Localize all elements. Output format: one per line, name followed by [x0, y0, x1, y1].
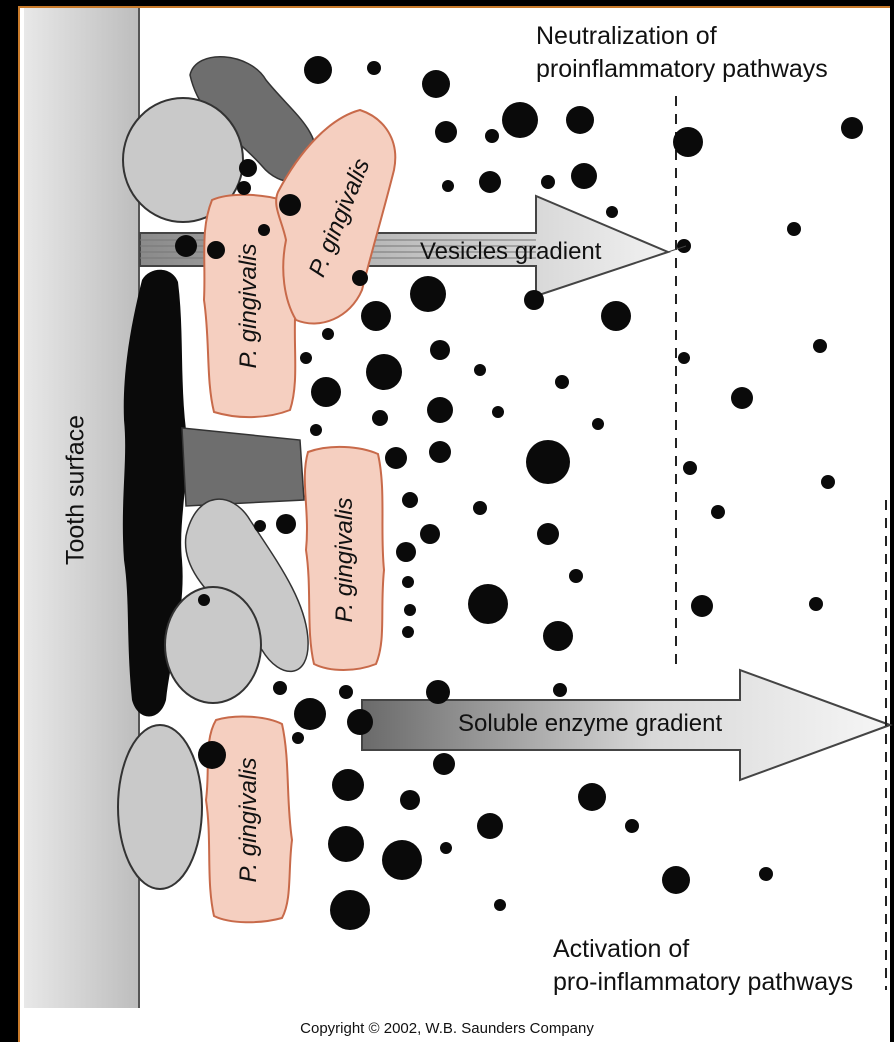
gray-cell: [182, 428, 304, 506]
gray-cell: [118, 725, 202, 889]
soluble-enzyme-gradient-label: Soluble enzyme gradient: [458, 710, 722, 738]
activation-line1: Activation of: [553, 933, 853, 966]
activation-annotation: Activation of pro-inflammatory pathways: [553, 933, 853, 999]
neutralization-line2: proinflammatory pathways: [536, 53, 828, 86]
bacterium-label: P. gingivalis: [331, 498, 359, 623]
neutralization-line1: Neutralization of: [536, 20, 828, 53]
vesicles-gradient-label: Vesicles gradient: [420, 238, 601, 266]
activation-line2: pro-inflammatory pathways: [553, 966, 853, 999]
bacterium-label: P. gingivalis: [235, 244, 263, 369]
neutralization-annotation: Neutralization of proinflammatory pathwa…: [536, 20, 828, 86]
gray-cell: [165, 587, 261, 703]
tooth-surface-label: Tooth surface: [62, 415, 91, 565]
bacterium-label: P. gingivalis: [235, 758, 263, 883]
copyright-notice: Copyright © 2002, W.B. Saunders Company: [0, 1020, 894, 1037]
